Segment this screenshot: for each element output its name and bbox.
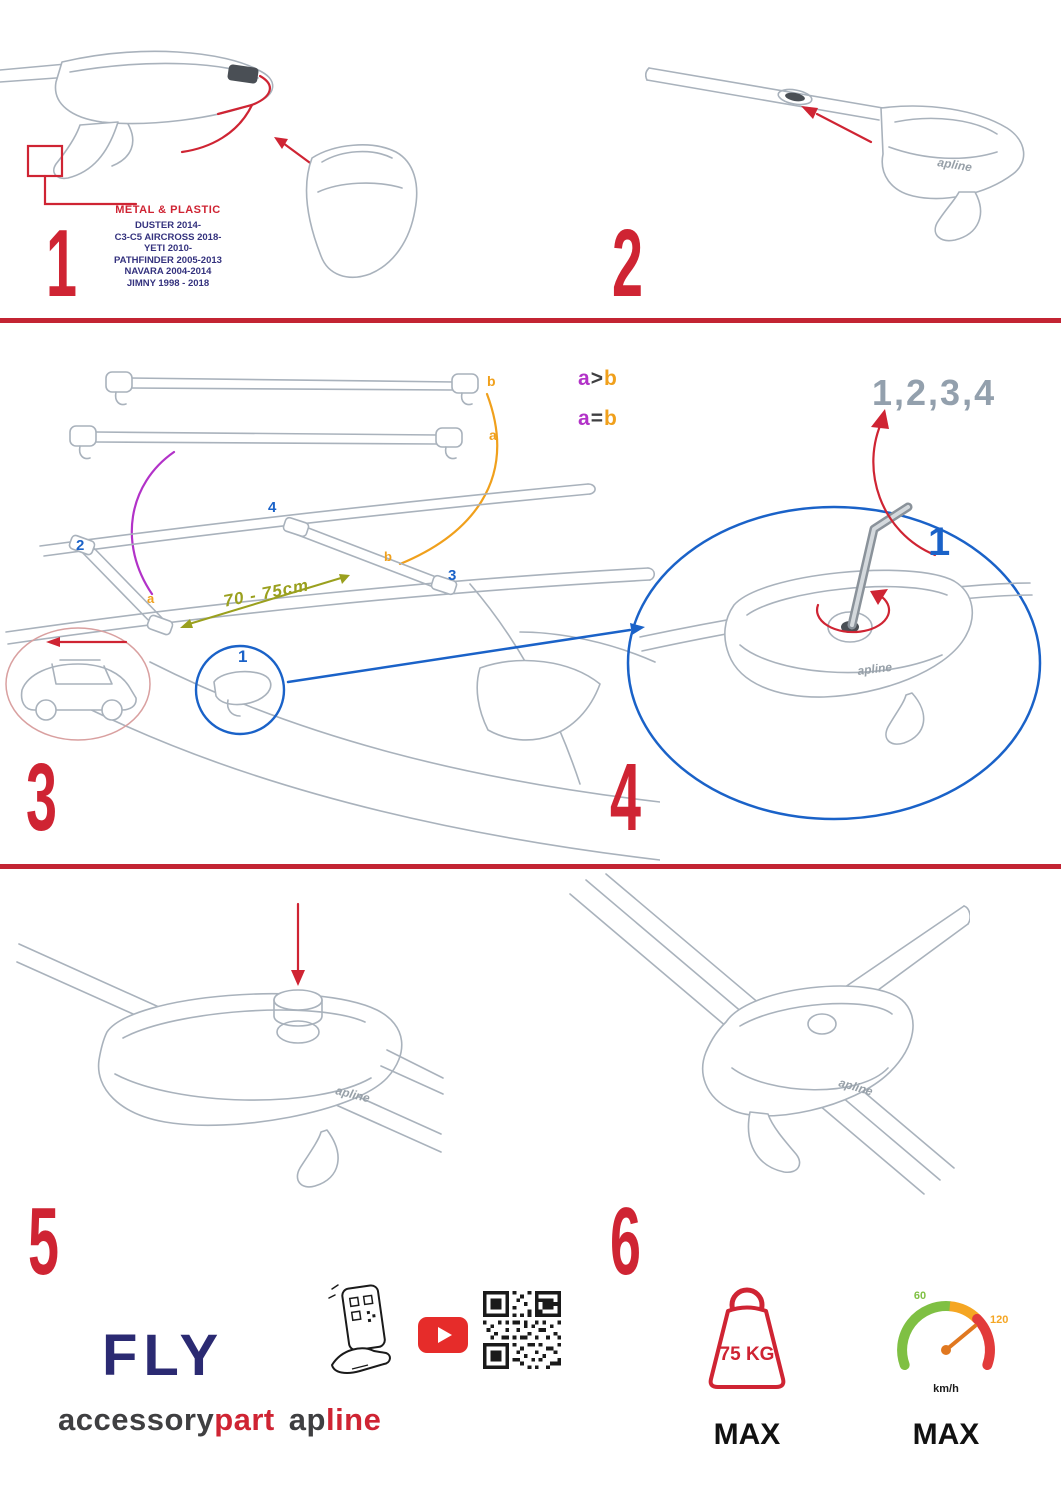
step2-number: 2 — [612, 210, 643, 317]
vehicle-model: DUSTER 2014- — [135, 220, 201, 231]
roof-bar-4-label: 4 — [268, 499, 277, 516]
vehicle-model: PATHFINDER 2005-2013 — [114, 254, 222, 266]
vehicle-model: YETI 2010- — [143, 243, 193, 254]
section-divider — [0, 864, 1061, 869]
roof-bar-2-label: 2 — [76, 537, 85, 554]
section-divider — [0, 318, 1061, 323]
step6-number: 6 — [610, 1188, 641, 1295]
step4-repeat-arrow — [871, 409, 937, 557]
roof-bar-3-label: 3 — [448, 567, 457, 584]
apline-logo-text: apline — [857, 660, 893, 678]
speed-max-label: MAX — [912, 1418, 980, 1451]
product-name: FLY — [102, 1323, 225, 1388]
gauge-60-label: 60 — [914, 1290, 926, 1302]
max-weight-value: 75 KG — [720, 1344, 775, 1365]
foot-first-label: 1 — [928, 520, 951, 564]
wordmark-line: line — [325, 1402, 382, 1437]
step6-raised-rail-illustration: apline — [569, 873, 970, 1195]
gauge-unit-label: km/h — [933, 1383, 959, 1395]
roof-b-label: b — [384, 549, 392, 564]
vehicle-model: NAVARA 2004-2014 — [124, 266, 212, 277]
step1-roofbar-foot-illustration — [0, 50, 418, 278]
roof-a-label: a — [147, 591, 155, 606]
apline-logo-text: apline — [937, 155, 974, 174]
wordmark-accessory: accessory — [58, 1402, 215, 1437]
relation-a-greater-b: a>b — [578, 367, 618, 390]
qr-code — [483, 1291, 561, 1369]
max-speed-gauge-icon: 60 120 km/h — [897, 1290, 1008, 1395]
gauge-120-label: 120 — [990, 1314, 1008, 1326]
vehicle-model-list: DUSTER 2014- C3-C5 AIRCROSS 2018- YETI 2… — [88, 220, 248, 289]
step4-number: 4 — [610, 744, 641, 851]
step5-number: 5 — [28, 1188, 59, 1295]
foot-sequence-label: 1,2,3,4 — [872, 372, 997, 413]
step3-roof-mounting-illustration — [5, 371, 660, 861]
phone-qr-scan-icon — [328, 1284, 391, 1374]
detail-circle-1-label: 1 — [238, 647, 248, 666]
youtube-icon — [418, 1317, 468, 1353]
wordmark-ap: ap — [288, 1402, 326, 1437]
step1-number: 1 — [46, 210, 77, 317]
step3-number: 3 — [26, 744, 57, 851]
bar-a-label: a — [489, 427, 497, 443]
bar-b-label: b — [487, 373, 496, 389]
vehicle-model: C3-C5 AIRCROSS 2018- — [114, 231, 222, 243]
step4-tightening-detail-illustration: apline — [626, 502, 1042, 821]
step2-crossbar-illustration: apline — [645, 67, 1025, 242]
material-label: METAL & PLASTIC — [115, 204, 221, 216]
max-weight-icon: 75 KG — [708, 1287, 786, 1389]
relation-a-equals-b: a=b — [578, 407, 618, 430]
weight-max-label: MAX — [713, 1418, 781, 1451]
step5-knob-press-illustration: apline — [16, 902, 444, 1188]
wordmark-part: part — [214, 1402, 275, 1437]
vehicle-model: JIMNY 1998 - 2018 — [126, 277, 210, 289]
